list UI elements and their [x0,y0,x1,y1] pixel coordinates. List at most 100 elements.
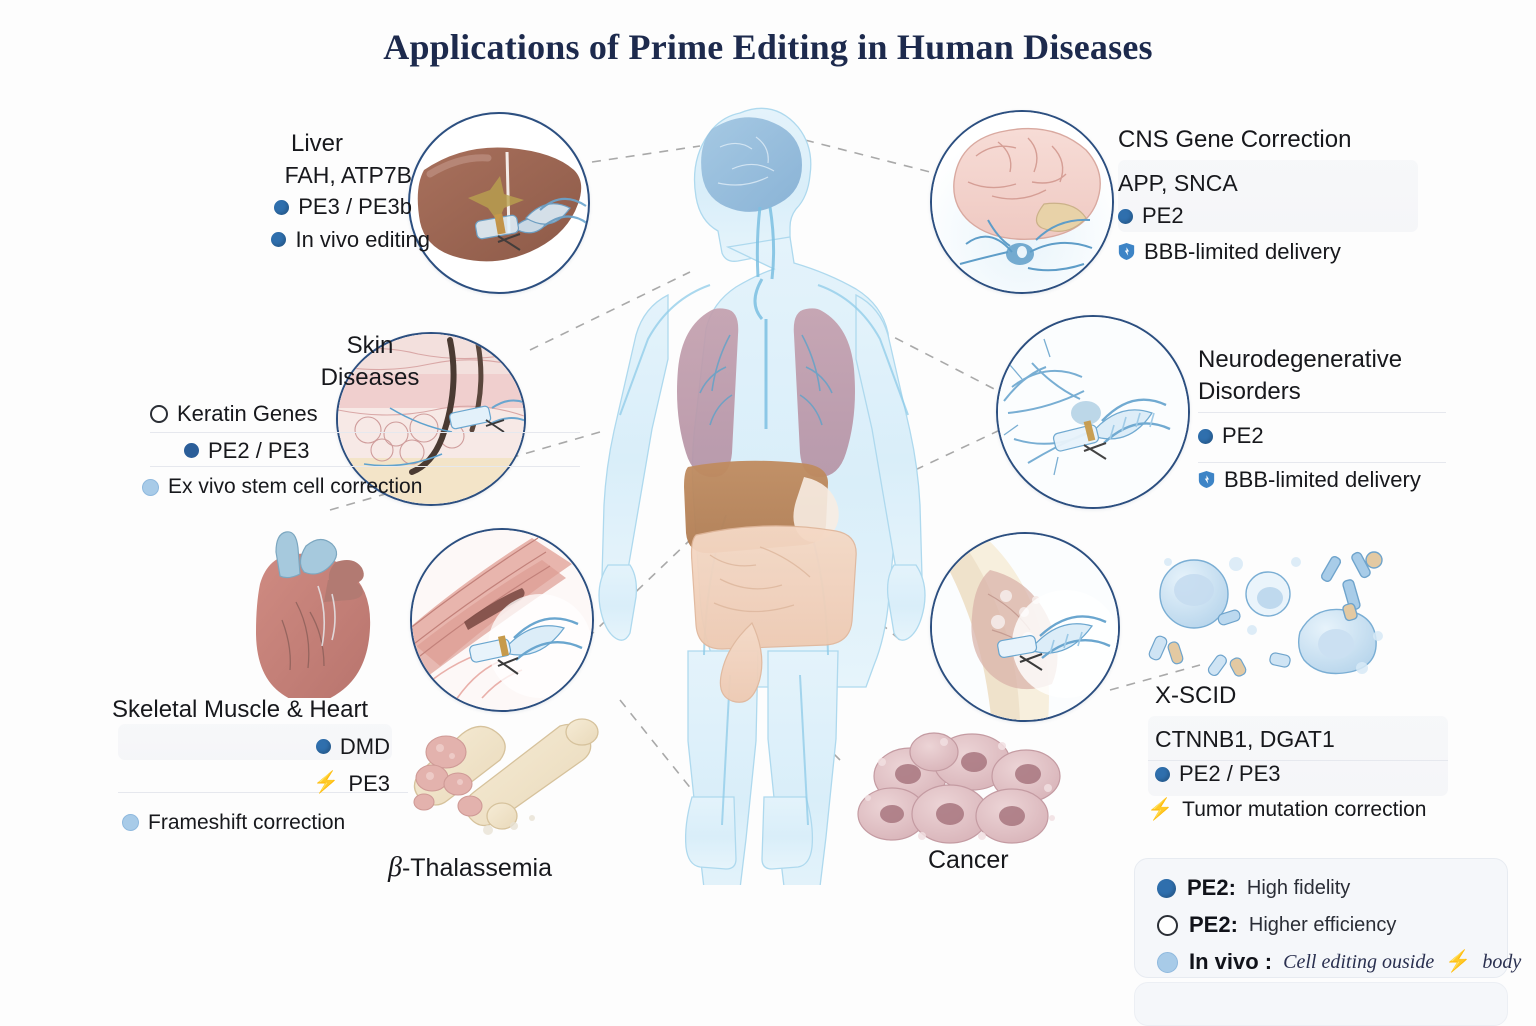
bolt-icon: ⚡ [313,771,340,795]
muscle-genes-row: DMD [112,732,390,761]
hollow-dot-icon [1157,914,1178,936]
legend-value-0: High fidelity [1246,876,1351,899]
xscid-title: X-SCID [1155,682,1237,709]
solid-dot-icon [271,232,287,248]
skin-note-row: Ex vivo stem cell correction [142,473,490,501]
muscle-editor-row: ⚡ PE3 [112,769,390,798]
medallion-liver [408,112,590,294]
neuro-hairline-2 [1198,462,1446,463]
muscle-title: Skeletal Muscle & Heart [112,696,369,723]
legend-value-1: Higher efficiency [1248,913,1397,936]
pale-dot-icon [1157,951,1178,973]
muscle-hairline [118,792,408,793]
immune-cells-illustration [1148,551,1383,677]
cns-note-row: BBB-limited delivery [1118,237,1351,266]
xscid-panel [1148,716,1448,796]
thalassemia-label: -Thalassemia [401,854,553,882]
shield-icon [1198,471,1215,489]
beta-symbol: β [388,852,402,883]
solid-dot-icon [274,199,290,215]
skin-genes-row: Keratin Genes [150,399,490,428]
cancer-cells-illustration [857,732,1061,844]
neuro-editor: PE2 [1222,423,1264,449]
legend-value-2a: Cell editing ouside [1283,950,1435,973]
xscid-editor: PE2 / PE3 [1179,761,1281,787]
muscle-note-row: Frameshift correction [122,809,390,837]
block-muscle: Skeletal Muscle & Heart DMD ⚡ PE3 Frames… [112,694,390,837]
xscid-note: Tumor mutation correction [1182,797,1427,821]
legend-secondary-clipped-text [1135,983,1507,989]
neuro-title-1: Neurodegenerative [1198,346,1403,373]
legend-box: PE2: High fidelity PE2: Higher efficienc… [1134,858,1521,978]
xscid-hairline [1148,760,1448,761]
cns-title: CNS Gene Correction [1118,126,1352,153]
skin-hairline [150,432,580,433]
shield-icon [1118,243,1135,261]
skin-genes: Keratin Genes [177,401,318,427]
liver-editor: PE3 / PE3b [298,194,412,220]
caption-thalassemia: β-Thalassemia [388,852,552,884]
skin-title-1: Skin [346,332,394,359]
solid-dot-icon [1118,208,1133,224]
block-neuro: Neurodegenerative Disorders PE2 BBB-limi… [1198,344,1421,494]
cns-editor-row: PE2 [1118,201,1351,230]
medallion-bone-marrow [930,532,1120,722]
heart-illustration [256,531,371,698]
medallion-muscle [410,528,594,712]
solid-dot-icon [315,738,331,754]
bolt-icon: ⚡ [1445,949,1472,973]
liver-title: Liver [290,130,344,157]
muscle-note: Frameshift correction [148,810,346,834]
xscid-editor-row: PE2 / PE3 [1155,759,1426,788]
solid-dot-icon [1157,878,1176,898]
human-body-illustration [598,107,926,885]
skin-note: Ex vivo stem cell correction [168,475,423,499]
liver-note-row: In vivo editing [232,225,430,254]
medallion-brain [930,110,1114,294]
cns-genes: APP, SNCA [1118,169,1238,196]
skin-editor-row: PE2 / PE3 [150,436,490,465]
legend-row-pe2-efficiency: PE2: Higher efficiency [1157,912,1507,938]
legend-key-2: In vivo : [1189,949,1273,974]
liver-genes: FAH, ATP7B [284,161,412,188]
caption-cancer: Cancer [928,846,1009,874]
solid-dot-icon [184,443,199,459]
muscle-genes: DMD [339,733,390,759]
cns-editor: PE2 [1142,203,1184,229]
block-liver: Liver FAH, ATP7B PE3 / PE3b In vivo edit… [232,128,430,254]
neuro-hairline [1198,412,1446,413]
skin-editor: PE2 / PE3 [208,437,310,463]
medallion-skin [336,332,526,506]
liver-editor-row: PE3 / PE3b [232,192,412,221]
neuro-note-row: BBB-limited delivery [1198,465,1421,494]
hollow-dot-icon [150,405,168,424]
skin-title-2: Diseases [320,363,420,391]
neuro-title-2: Disorders [1198,377,1301,405]
cns-panel [1118,160,1418,232]
pale-dot-icon [142,478,159,496]
liver-note: In vivo editing [295,226,430,252]
muscle-editor: PE3 [348,771,390,797]
legend-secondary-box [1134,982,1508,1026]
legend-row-in-vivo: In vivo : Cell editing ouside ⚡ body [1157,949,1521,975]
neuro-editor-row: PE2 [1198,421,1421,450]
block-cns: CNS Gene Correction APP, SNCA PE2 BBB-li… [1118,124,1351,266]
cns-note: BBB-limited delivery [1144,238,1341,264]
legend-key-0: PE2: [1187,875,1236,900]
legend-value-2b: body [1482,950,1522,973]
pale-dot-icon [122,814,139,832]
block-skin: Skin Diseases Keratin Genes PE2 / PE3 Ex… [142,330,490,501]
medallion-neuron [996,315,1190,509]
xscid-note-row: ⚡ Tumor mutation correction [1147,796,1426,824]
skin-hairline-2 [150,466,580,467]
xscid-genes: CTNNB1, DGAT1 [1155,725,1335,752]
neuro-note: BBB-limited delivery [1224,466,1421,492]
bone-illustration [413,718,599,835]
solid-dot-icon [1155,766,1170,782]
page-title: Applications of Prime Editing in Human D… [383,27,1153,67]
muscle-panel [118,724,392,760]
solid-dot-icon [1198,428,1213,444]
bolt-icon: ⚡ [1147,797,1174,821]
legend-row-pe2-fidelity: PE2: High fidelity [1157,875,1507,901]
